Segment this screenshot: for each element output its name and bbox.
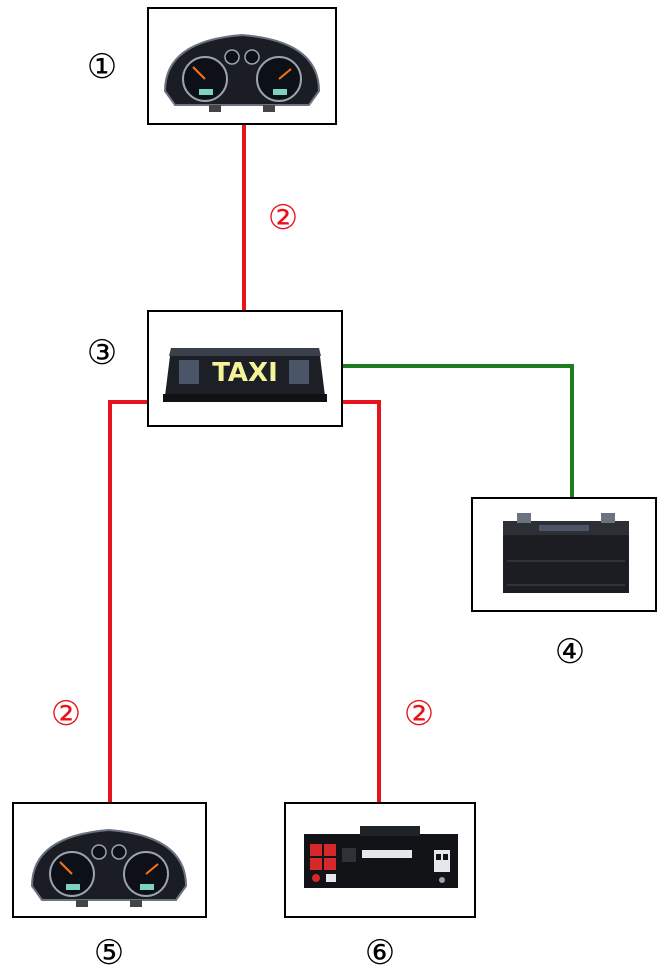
label-battery: ④ [554, 632, 586, 672]
control-module-icon [304, 826, 458, 888]
signal-cable-right [342, 400, 381, 803]
power-cable [342, 364, 574, 498]
dashboard-bottom-box [12, 802, 207, 918]
control-unit-box [284, 802, 476, 918]
label-taxi-light: ③ [86, 333, 118, 373]
instrument-cluster-icon [30, 828, 188, 907]
label-cable-top: ② [267, 198, 299, 238]
taxi-light-box: TAXI [147, 310, 343, 427]
roof-sign-text: TAXI [212, 358, 278, 388]
car-battery-icon [503, 513, 629, 593]
label-dashboard-top: ① [86, 47, 118, 87]
signal-cable-left [108, 400, 148, 803]
label-control-unit: ⑥ [364, 933, 396, 973]
label-cable-left: ② [50, 694, 82, 734]
label-dashboard-bottom: ⑤ [93, 933, 125, 973]
battery-box [471, 497, 657, 612]
taxi-roof-sign-icon: TAXI [163, 348, 327, 402]
label-cable-right: ② [403, 694, 435, 734]
instrument-cluster-icon [163, 33, 321, 112]
dashboard-top-box [147, 7, 337, 125]
